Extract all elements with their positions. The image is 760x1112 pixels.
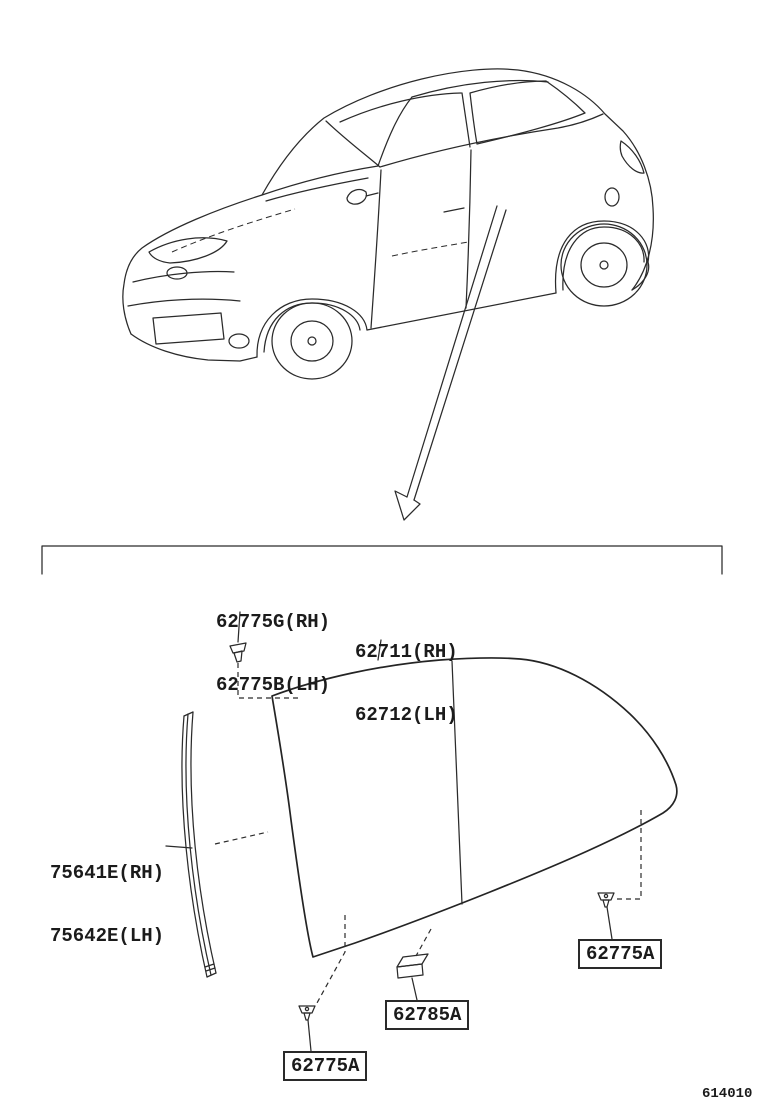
car-rear-tire [560, 223, 648, 307]
car-body-outline [122, 68, 654, 335]
label-glass-lh: 62712(LH) [355, 704, 458, 726]
leader-lines [165, 611, 642, 1052]
car-grille-line [132, 270, 235, 283]
car-front-wheel-arch [256, 298, 368, 358]
label-clip-upper-rh: 62775G(RH) [216, 611, 331, 633]
label-clip-right[interactable]: 62775A [578, 939, 663, 969]
car-door-front-edge [370, 169, 382, 329]
clip-upper-shank [233, 650, 243, 663]
car-front-tire [271, 302, 353, 380]
car-rocker-line [366, 292, 557, 331]
car-beltline [379, 113, 604, 168]
car-headlight [148, 237, 228, 264]
car-cowl-line [261, 165, 379, 196]
car-mirror [346, 188, 379, 205]
clip-lower-icon [298, 1005, 316, 1021]
car-front-bumper-bottom [130, 333, 258, 362]
car-front-hub [307, 336, 317, 346]
car-door-crease [391, 241, 469, 257]
detail-arrow-icon [394, 205, 507, 521]
car-rear-hub [599, 260, 609, 270]
clip-right-head [597, 892, 615, 901]
leader-spacer [411, 977, 418, 1001]
glass-inner-line [451, 660, 463, 905]
clip-lower-pin [304, 1006, 310, 1012]
car-quarter-window [469, 80, 586, 145]
leader-clip-upper [237, 611, 241, 643]
clip-right-pin [603, 893, 609, 899]
quarter-glass-drawing [271, 657, 678, 958]
clip-upper-icon [229, 642, 247, 663]
label-clip-upper-lh: 62775B(LH) [216, 674, 331, 696]
label-clip-upper[interactable]: 62775G(RH) 62775B(LH) [216, 570, 330, 738]
moulding-bottom-cap [206, 972, 217, 978]
spacer-block-icon [396, 953, 429, 979]
clip-upper-head [229, 642, 247, 654]
dashed-glass-to-clip-lower [316, 915, 346, 1004]
car-front-rim [290, 320, 334, 362]
dashed-moulding-to-glass [214, 831, 269, 845]
leader-clip-lower [307, 1019, 312, 1052]
car-door-rear-edge [465, 149, 472, 309]
label-moulding[interactable]: 75641E(RH) 75642E(LH) [50, 821, 164, 989]
dashed-glass-to-spacer [415, 928, 432, 957]
diagram-number: 614010 [702, 1086, 753, 1102]
label-glass[interactable]: 62711(RH) 62712(LH) [355, 600, 458, 768]
arrow-head [394, 490, 421, 521]
car-wiper-line [265, 177, 369, 202]
car-door-handle [443, 207, 465, 213]
car-fog-light [228, 333, 250, 349]
car-license-plate [152, 312, 225, 345]
moulding-right-edge [190, 711, 217, 974]
car-rear-rim [580, 242, 628, 288]
leader-moulding [165, 845, 193, 849]
moulding-bottom-hatch [204, 963, 216, 972]
moulding-left-edge [181, 715, 208, 978]
label-glass-rh: 62711(RH) [355, 641, 458, 663]
moulding-strip-drawing [181, 711, 217, 978]
car-bumper-crease [127, 298, 241, 307]
car-door-window-top [339, 92, 462, 123]
label-clip-lower[interactable]: 62775A [283, 1051, 368, 1081]
glass-outline [271, 657, 678, 958]
leader-glass [377, 639, 382, 661]
label-moulding-rh: 75641E(RH) [50, 862, 165, 884]
label-spacer[interactable]: 62785A [385, 1000, 470, 1030]
arrow-shaft [406, 205, 507, 501]
clip-right-shank [602, 899, 610, 908]
clip-right-icon [597, 892, 615, 908]
label-moulding-lh: 75642E(LH) [50, 925, 165, 947]
moulding-top-cap [183, 711, 194, 717]
car-illustration [122, 68, 654, 380]
car-fuel-door [604, 187, 620, 207]
clip-lower-shank [303, 1012, 311, 1021]
spacer-front-face [396, 963, 424, 979]
car-hood-crease [171, 208, 296, 253]
car-rear-wheel-arch-inner [562, 226, 645, 291]
car-b-pillar [461, 92, 471, 148]
clip-lower-head [298, 1005, 316, 1014]
car-rear-wheel-arch [554, 220, 650, 294]
section-bracket [41, 545, 723, 575]
dashed-clip-upper-to-glass [237, 663, 300, 699]
leader-clip-right [606, 906, 613, 940]
car-far-a-pillar [377, 96, 413, 167]
car-far-roof-rail [411, 79, 549, 98]
dashed-glass-to-clip-right [616, 810, 642, 900]
car-near-a-pillar [325, 120, 381, 168]
car-taillight [619, 140, 645, 174]
